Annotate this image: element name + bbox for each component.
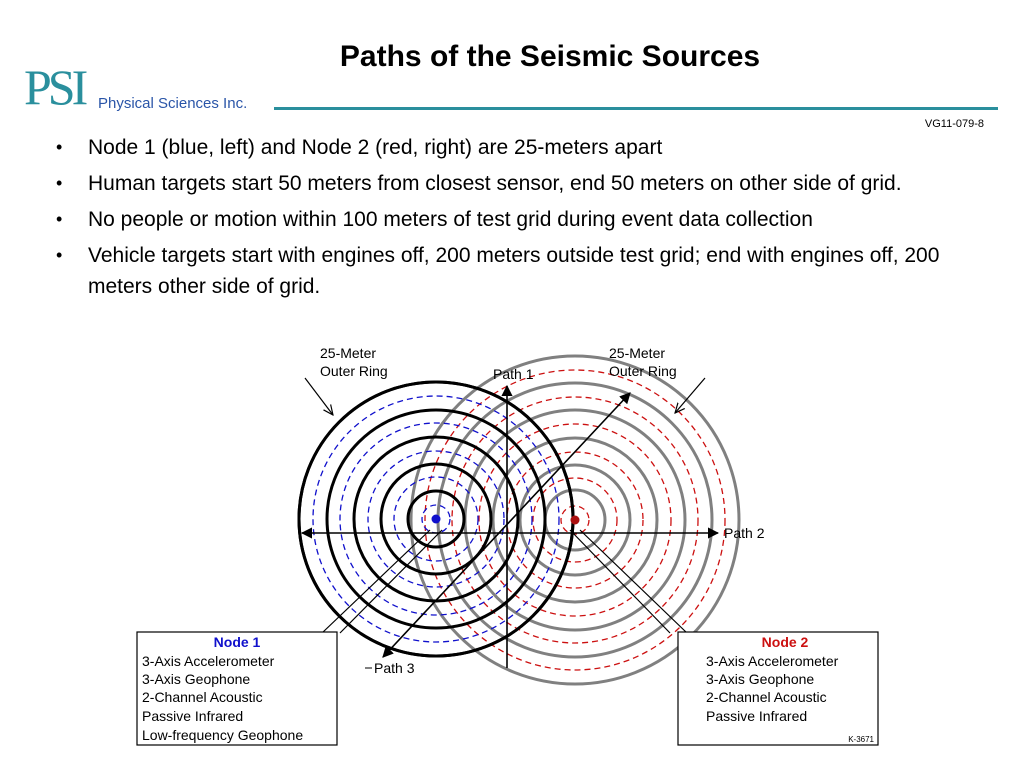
header-rule [274, 107, 998, 110]
slide-code: VG11-079-8 [924, 118, 984, 130]
right-ring-arrow [675, 377, 706, 413]
node2-callout [569, 529, 688, 634]
path2-label: Path 2 [724, 525, 765, 541]
node1-sensor: Passive Infrared [142, 708, 243, 724]
path1-label: Path 1 [493, 366, 534, 382]
path3-label: Path 3 [374, 660, 415, 676]
node2-sensor: Passive Infrared [706, 708, 807, 724]
bullet-item: Node 1 (blue, left) and Node 2 (red, rig… [50, 132, 990, 163]
bullet-item: No people or motion within 100 meters of… [50, 204, 990, 235]
node2-marker [570, 515, 580, 525]
right-ring-label: Outer Ring [609, 363, 677, 379]
psi-logo: PSI Physical Sciences Inc. [24, 60, 274, 116]
left-ring-label: 25-Meter [320, 345, 376, 361]
node1-sensor: 3-Axis Geophone [142, 671, 250, 687]
node2-sensor: 2-Channel Acoustic [706, 689, 827, 705]
bullet-item: Human targets start 50 meters from close… [50, 168, 990, 199]
logo-mark: PSI [24, 59, 88, 115]
company-name: Physical Sciences Inc. [98, 95, 248, 112]
node2-sensor: 3-Axis Geophone [706, 671, 814, 687]
node1-callout [321, 529, 443, 634]
path3-line [382, 392, 631, 658]
bullet-item: Vehicle targets start with engines off, … [50, 240, 990, 302]
left-ring-label: Outer Ring [320, 363, 388, 379]
node1-info-box: Node 1 3-Axis Accelerometer 3-Axis Geoph… [136, 631, 338, 746]
left-ring-arrow [304, 377, 333, 415]
bullet-list: Node 1 (blue, left) and Node 2 (red, rig… [50, 132, 990, 307]
figure-code: K-3671 [848, 735, 874, 744]
node2-title: Node 2 [762, 634, 809, 650]
right-ring-label: 25-Meter [609, 345, 665, 361]
node2-info-box: Node 2 3-Axis Accelerometer 3-Axis Geoph… [677, 631, 879, 746]
node1-sensor: Low-frequency Geophone [142, 727, 303, 743]
node2-sensor: 3-Axis Accelerometer [706, 653, 839, 669]
node1-sensor: 3-Axis Accelerometer [142, 653, 275, 669]
slide-title: Paths of the Seismic Sources [339, 40, 761, 73]
node1-marker [431, 514, 441, 524]
node1-sensor: 2-Channel Acoustic [142, 689, 263, 705]
node1-title: Node 1 [214, 634, 261, 650]
